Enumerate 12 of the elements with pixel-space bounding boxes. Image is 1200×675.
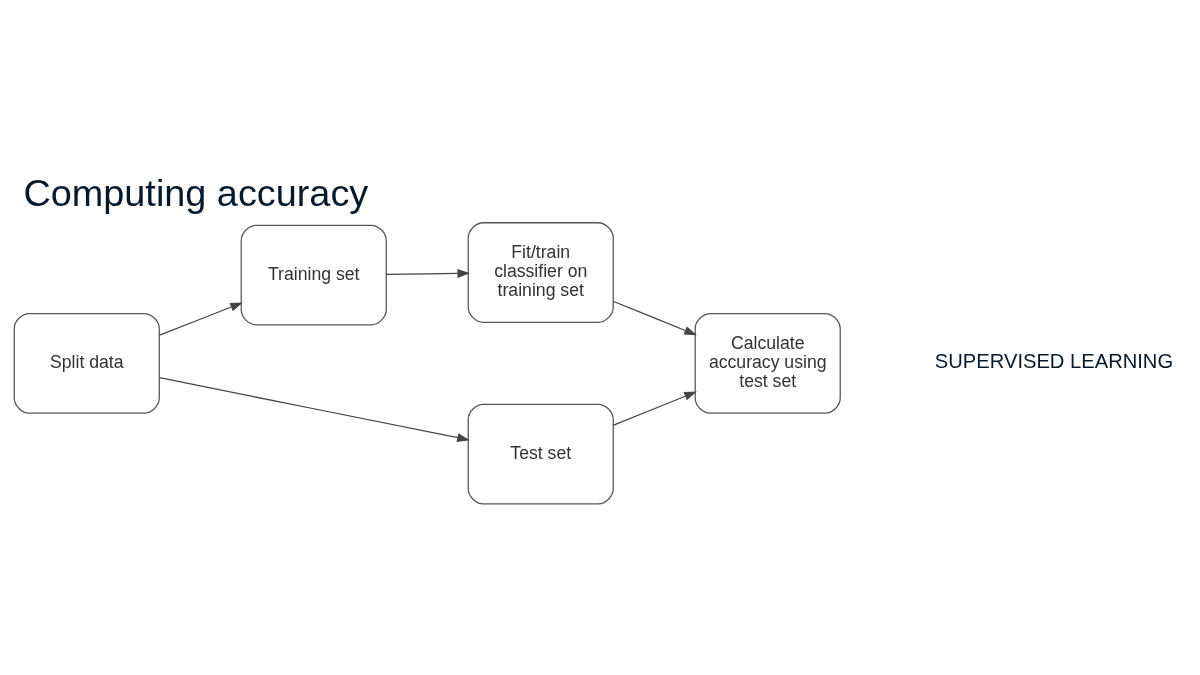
node-box: Training set — [240, 224, 387, 326]
arrow — [613, 300, 697, 336]
arrow — [159, 302, 243, 336]
node-box: Fit/train classifier on training set — [467, 222, 614, 323]
label: SUPERVISED LEARNING — [934, 350, 1174, 373]
diagram-title: Computing accuracy — [23, 172, 369, 215]
arrow — [158, 377, 470, 442]
arrow — [386, 269, 471, 278]
node-box: Split data — [13, 312, 160, 414]
arrow — [613, 391, 697, 426]
node-box: Calculate accuracy using test set — [694, 312, 841, 414]
node-box: Test set — [467, 403, 614, 505]
